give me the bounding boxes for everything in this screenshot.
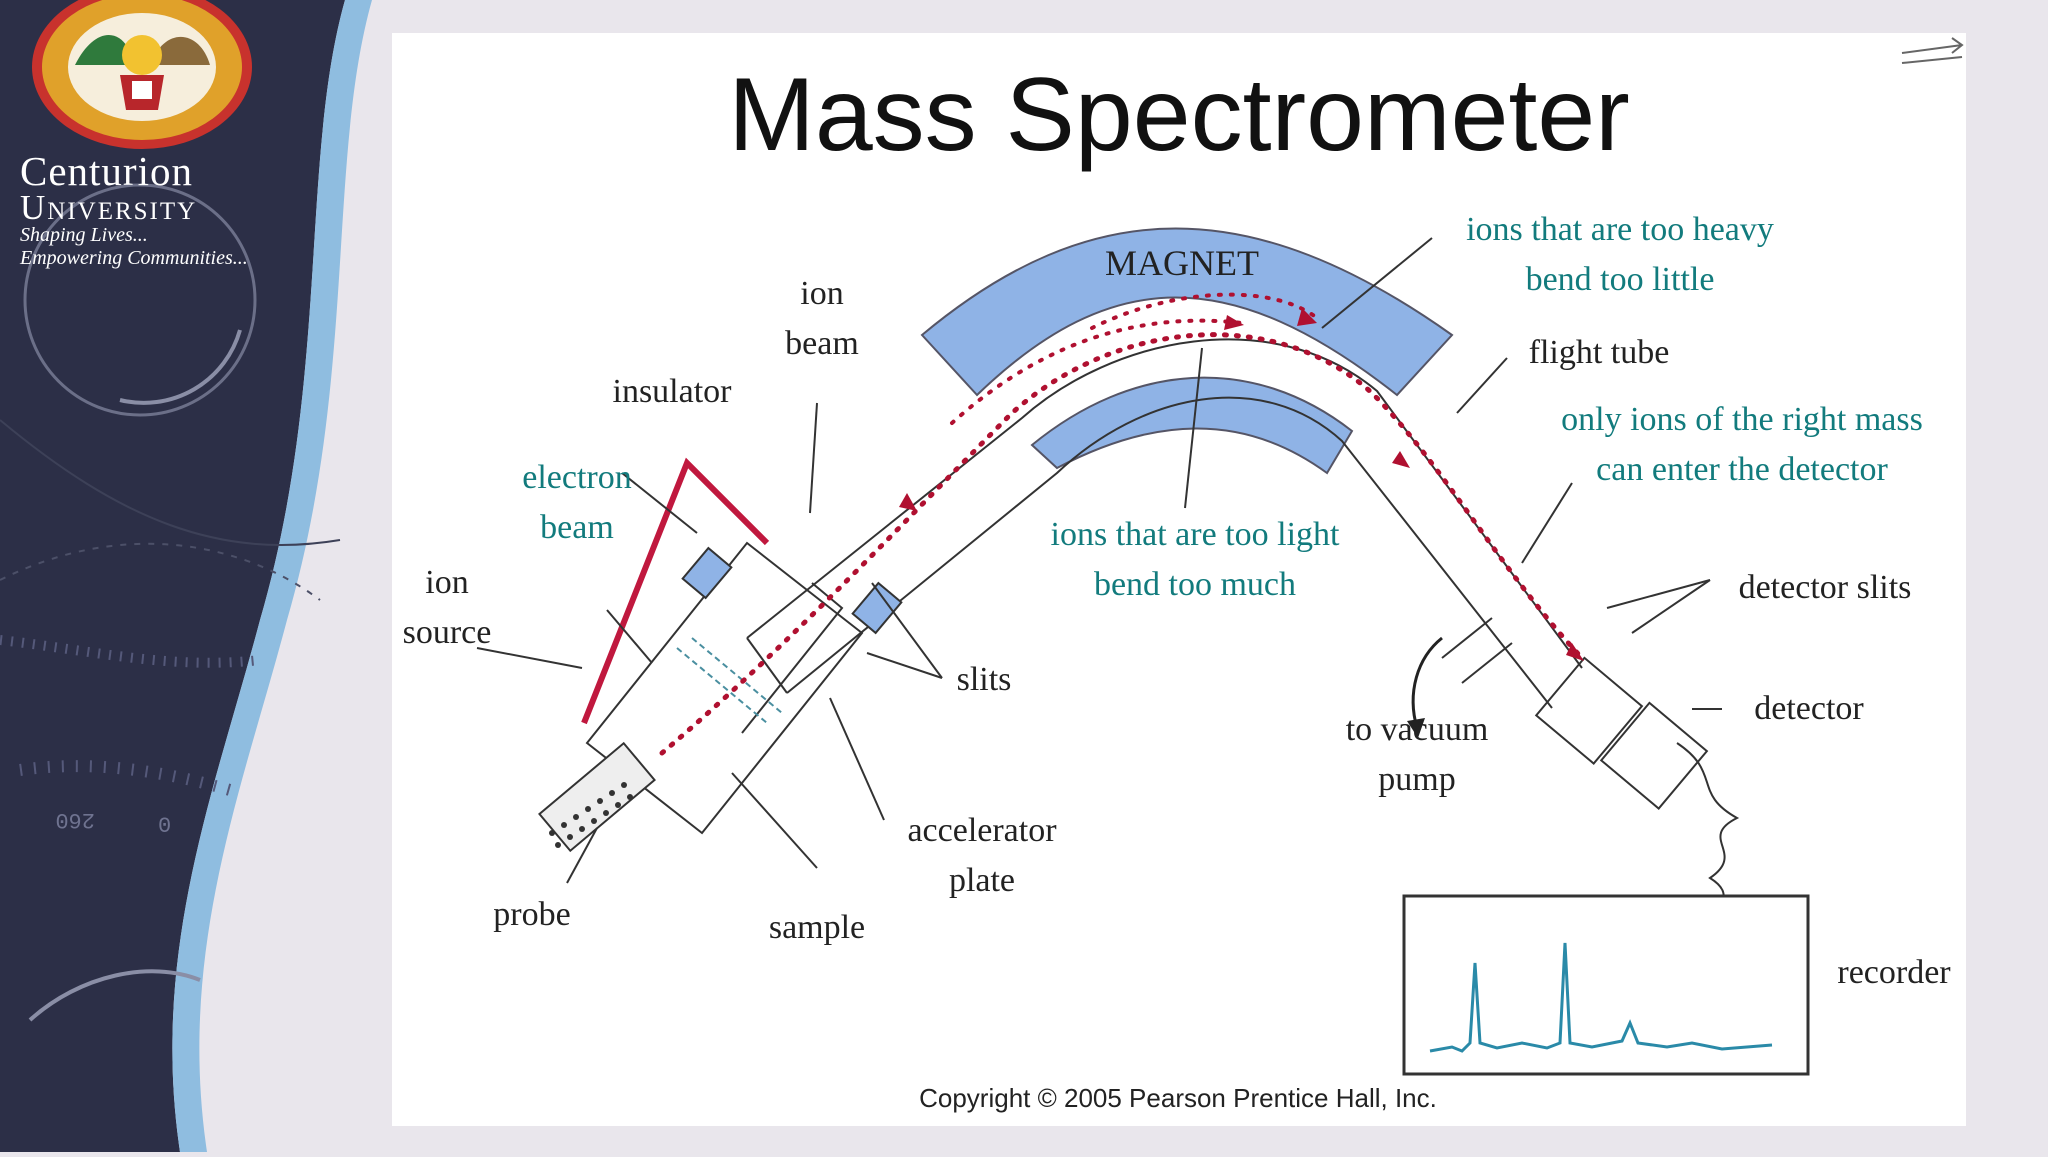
label-too-light-1: ions that are too light <box>1051 516 1341 553</box>
magnet-inner <box>1030 376 1354 475</box>
arrow-heavy-icon <box>1297 308 1317 326</box>
label-detector: detector <box>1754 690 1864 727</box>
slide-title: Mass Spectrometer <box>728 57 1630 173</box>
label-too-heavy-1: ions that are too heavy <box>1466 211 1774 248</box>
decor-circle <box>23 183 257 417</box>
brand-subname: University <box>20 188 198 227</box>
copyright-notice: Copyright © 2005 Pearson Prentice Hall, … <box>919 1083 1437 1113</box>
sidebar: 260 0 Centurion University Shaping Lives… <box>0 0 400 1152</box>
vacuum-arrowhead-icon <box>1407 718 1425 738</box>
sidebar-background: 260 0 <box>0 0 372 1152</box>
vacuum-arrow-icon <box>1411 636 1443 729</box>
label-right-mass-2: can enter the detector <box>1596 451 1888 488</box>
slide-content: Mass Spectrometer MAGNET <box>392 33 1966 1126</box>
label-flight-tube: flight tube <box>1529 334 1670 371</box>
label-ion-source-2: source <box>403 614 492 651</box>
label-probe: probe <box>493 896 570 933</box>
label-too-heavy-2: bend too little <box>1526 261 1715 298</box>
arrow-tube-icon <box>1392 451 1410 468</box>
label-too-light-2: bend too much <box>1094 566 1296 603</box>
label-accelerator-1: accelerator <box>907 812 1057 849</box>
mass-spectrometer-diagram: MAGNET <box>403 37 1964 1076</box>
insulator-plate <box>581 457 770 725</box>
arrow-source-icon <box>899 493 917 511</box>
arrow-light-icon <box>1224 315 1244 330</box>
dial-text-2: 0 <box>158 814 171 839</box>
magnet-label: MAGNET <box>1105 243 1259 283</box>
leader-lines <box>476 237 1722 884</box>
probe <box>538 741 656 853</box>
corner-arrow-icon <box>1901 37 1964 64</box>
ion-path-heavy <box>1090 292 1319 330</box>
ion-source-block <box>585 541 903 835</box>
label-electron-beam-1: electron <box>522 459 632 496</box>
label-recorder: recorder <box>1837 954 1951 991</box>
magnet-outer <box>920 227 1454 397</box>
label-slits: slits <box>957 661 1012 698</box>
label-right-mass-1: only ions of the right mass <box>1561 401 1923 438</box>
label-vacuum-1: to vacuum <box>1346 711 1489 748</box>
dial-text-1: 260 <box>55 807 95 832</box>
label-electron-beam-2: beam <box>540 509 614 546</box>
label-vacuum-2: pump <box>1378 761 1455 798</box>
ion-path-light <box>950 318 1244 425</box>
flight-tube <box>746 338 1709 810</box>
recorder-spectrum-trace <box>1429 942 1773 1053</box>
ion-path-main <box>659 332 1585 756</box>
university-brand: Centurion University Shaping Lives... Em… <box>20 150 320 270</box>
university-logo <box>32 0 252 149</box>
label-detector-slits: detector slits <box>1739 569 1912 606</box>
label-accelerator-2: plate <box>949 862 1015 899</box>
brand-name: Centurion <box>20 148 193 194</box>
label-ion-source-1: ion <box>425 564 468 601</box>
label-ion-beam-2: beam <box>785 325 859 362</box>
arrow-detector-icon <box>1566 643 1584 661</box>
brand-tagline-2: Empowering Communities... <box>20 247 248 269</box>
label-sample: sample <box>769 909 865 946</box>
brand-tagline-1: Shaping Lives... <box>20 224 148 246</box>
label-insulator: insulator <box>613 373 733 410</box>
label-ion-beam-1: ion <box>800 275 843 312</box>
